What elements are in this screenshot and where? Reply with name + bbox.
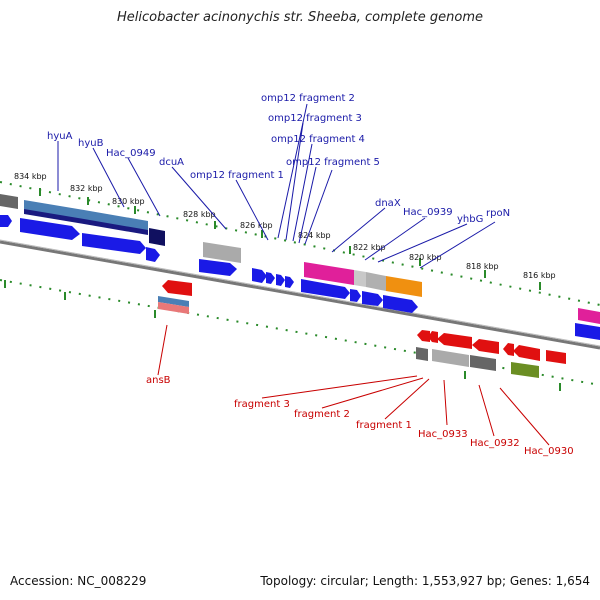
reverse-gene: [546, 350, 566, 364]
feature-box: [470, 355, 496, 371]
gene-label: yhbG: [457, 214, 483, 225]
accession-text: Accession: NC_008229: [10, 574, 147, 588]
feature-box: [0, 194, 18, 209]
feature-box: [511, 362, 539, 378]
forward-gene-labels: hyuA hyuB Hac_0949 dcuA omp12 fragment 1…: [47, 93, 510, 225]
reverse-genes: [162, 280, 566, 364]
forward-gene: [20, 218, 80, 240]
major-ticks-upper: [39, 188, 541, 290]
kbp-label: 824 kbp: [298, 231, 331, 240]
forward-gene: [575, 323, 600, 340]
gene-label: dcuA: [159, 157, 184, 168]
kbp-label: 832 kbp: [70, 184, 103, 193]
kbp-label: 816 kbp: [523, 271, 556, 280]
forward-gene: [350, 289, 361, 302]
gene-label: dnaX: [375, 198, 401, 209]
kbp-label: 818 kbp: [466, 262, 499, 271]
gene-label: fragment 3: [234, 399, 290, 410]
leader-lines-reverse: [157, 324, 550, 446]
feature-box: [84, 219, 148, 235]
forward-genes: [0, 215, 600, 340]
map-title: Helicobacter acinonychis str. Sheeba, co…: [116, 10, 483, 25]
forward-gene: [199, 259, 237, 276]
ruler-lower: [0, 279, 600, 386]
kbp-label: 820 kbp: [409, 253, 442, 262]
feature-box: [24, 209, 84, 224]
forward-gene: [301, 279, 350, 299]
major-ticks-lower: [4, 280, 561, 391]
forward-gene: [266, 272, 275, 284]
gene-label: hyuB: [78, 138, 104, 149]
reverse-gene: [503, 343, 514, 356]
gene-label: omp12 fragment 5: [286, 157, 380, 168]
forward-gene: [285, 276, 294, 288]
forward-gene: [252, 268, 267, 283]
feature-box: [203, 242, 241, 263]
forward-gene: [0, 215, 12, 227]
feature-box: [158, 296, 189, 307]
reverse-gene: [513, 345, 540, 361]
forward-features: [0, 194, 600, 324]
forward-gene: [383, 295, 418, 313]
leader-lines-forward: [57, 103, 496, 269]
feature-box: [304, 262, 354, 285]
gene-label: Hac_0949: [106, 148, 156, 159]
forward-gene: [82, 233, 146, 254]
ruler-upper: [0, 181, 600, 306]
feature-box: [158, 302, 189, 314]
forward-gene: [276, 274, 285, 286]
gene-label: omp12 fragment 3: [268, 113, 362, 124]
feature-box: [366, 272, 386, 291]
gene-label: Hac_0930: [524, 446, 574, 457]
feature-box: [432, 349, 469, 367]
gene-label: Hac_0932: [470, 438, 520, 449]
kbp-label: 826 kbp: [240, 221, 273, 230]
feature-box: [386, 276, 422, 297]
gene-label: fragment 1: [356, 420, 412, 431]
gene-label: omp12 fragment 2: [261, 93, 355, 104]
kbp-label: 830 kbp: [112, 197, 145, 206]
forward-gene: [146, 247, 160, 262]
forward-gene: [362, 291, 383, 306]
reverse-gene-labels: ansB fragment 3 fragment 2 fragment 1 Ha…: [146, 375, 574, 457]
reverse-gene: [472, 339, 499, 354]
gene-label: omp12 fragment 1: [190, 170, 284, 181]
gene-label: ansB: [146, 375, 171, 386]
feature-box: [149, 228, 165, 246]
reverse-features: [158, 296, 539, 378]
feature-box: [578, 308, 600, 324]
reverse-gene: [162, 280, 192, 296]
feature-box: [416, 347, 428, 361]
feature-box: [84, 210, 148, 231]
feature-box: [24, 200, 84, 220]
gene-label: Hac_0933: [418, 429, 468, 440]
topology-text: Topology: circular; Length: 1,553,927 bp…: [260, 574, 590, 588]
gene-label: omp12 fragment 4: [271, 134, 365, 145]
reverse-gene: [417, 330, 430, 342]
gene-label: hyuA: [47, 131, 73, 142]
gene-label: fragment 2: [294, 409, 350, 420]
kbp-label: 834 kbp: [14, 172, 47, 181]
kbp-labels: 834 kbp 832 kbp 830 kbp 828 kbp 826 kbp …: [14, 172, 556, 280]
feature-box: [354, 270, 366, 287]
kbp-label: 828 kbp: [183, 210, 216, 219]
reverse-gene: [437, 333, 472, 349]
kbp-label: 822 kbp: [353, 243, 386, 252]
genome-backbone-highlight: [0, 239, 600, 347]
gene-label: rpoN: [486, 208, 510, 219]
gene-label: Hac_0939: [403, 207, 453, 218]
genome-backbone: [0, 240, 600, 350]
reverse-gene: [428, 331, 438, 343]
